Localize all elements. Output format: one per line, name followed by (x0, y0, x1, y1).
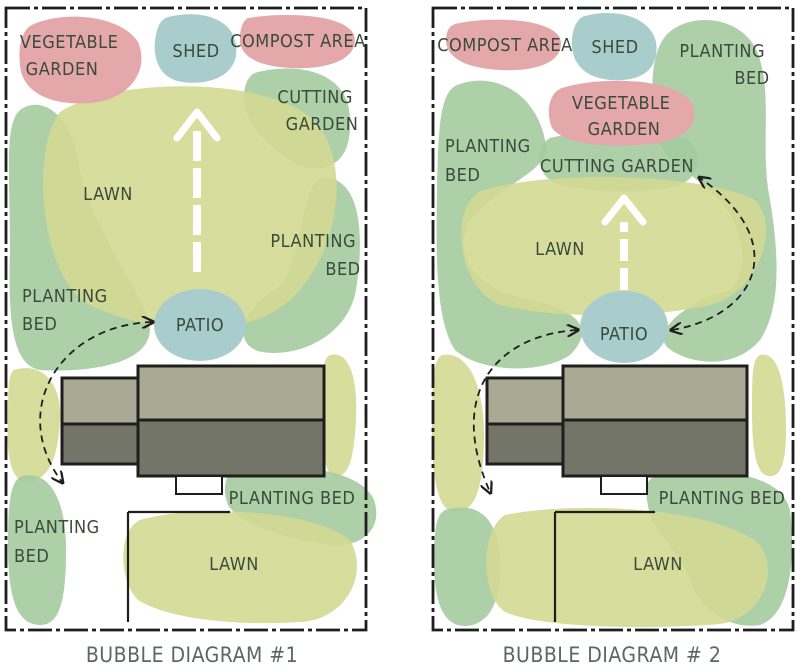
d1-bubble-lawn-front (123, 511, 357, 624)
d2-label-patio: PATIO (600, 324, 648, 345)
d2-bubble-front-left-bed (434, 507, 501, 626)
d2-caption: BUBBLE DIAGRAM # 2 (503, 643, 722, 667)
d1-bubble-patio (154, 289, 246, 361)
d1-bubble-lawn-back (43, 86, 337, 329)
d2-label-planting-bed-right: PLANTING BED (679, 41, 770, 89)
d1-arrow-patio-to-back (173, 108, 221, 272)
d1-bubble-vegetable-garden (19, 16, 142, 104)
d2-arrow-patio-to-cutting (672, 178, 756, 330)
d2-arrow-patio-to-front (472, 330, 577, 492)
d1-label-patio: PATIO (176, 315, 224, 336)
d2-bubble-shed (571, 13, 657, 81)
d1-label-planting-bed-front-left: PLANTING BED (14, 517, 105, 567)
d2-label-cutting-garden: CUTTING GARDEN (540, 156, 694, 177)
d1-bubble-side-bed-right (322, 354, 357, 477)
d2-label-lawn-back: LAWN (535, 239, 585, 260)
d2-label-compost-area: COMPOST AREA (437, 35, 572, 56)
d1-label-cutting-garden: CUTTING GARDEN (277, 87, 358, 135)
diagram-1: VEGETABLE GARDEN SHED COMPOST AREA CUTTI… (4, 6, 377, 667)
d1-bubble-planting-bed-front-left (8, 475, 66, 625)
d2-label-shed: SHED (591, 37, 638, 58)
diagram-2: COMPOST AREA SHED PLANTING BED VEGETABLE… (431, 6, 795, 667)
d2-bubble-side-bed-left (432, 354, 485, 512)
d1-label-planting-bed-front: PLANTING BED (229, 488, 356, 509)
d1-label-compost-area: COMPOST AREA (230, 31, 365, 52)
d2-arrow-patio-to-back (601, 194, 647, 290)
d2-label-vegetable-garden: VEGETABLE GARDEN (572, 93, 676, 140)
d1-caption: BUBBLE DIAGRAM #1 (86, 643, 298, 667)
d2-bubble-compost-area (446, 19, 561, 71)
d2-label-lawn-front: LAWN (633, 554, 683, 575)
d1-bubble-side-bed-left (7, 368, 61, 483)
d1-label-lawn-front: LAWN (209, 554, 259, 575)
d1-label-vegetable-garden: VEGETABLE GARDEN (20, 32, 124, 80)
d2-bubble-lawn-front (486, 507, 768, 628)
d1-bubble-shed (154, 14, 237, 83)
d1-bubble-compost-area (239, 15, 355, 69)
d2-label-planting-bed-left: PLANTING BED (445, 136, 536, 186)
d2-bubble-vegetable-garden (548, 80, 695, 146)
d2-bubble-side-bed-right (752, 354, 786, 477)
d2-label-planting-bed-front: PLANTING BED (659, 488, 786, 509)
d2-property-boundary (431, 6, 795, 632)
d1-label-lawn-back: LAWN (83, 184, 133, 205)
d2-bubble-patio (580, 291, 668, 363)
d2-bubble-cutting-garden (539, 130, 699, 192)
d1-label-planting-bed-right: PLANTING BED (270, 231, 361, 280)
d1-label-shed: SHED (172, 41, 219, 62)
d1-label-planting-bed-left: PLANTING BED (22, 286, 113, 335)
d1-property-boundary (4, 6, 368, 632)
